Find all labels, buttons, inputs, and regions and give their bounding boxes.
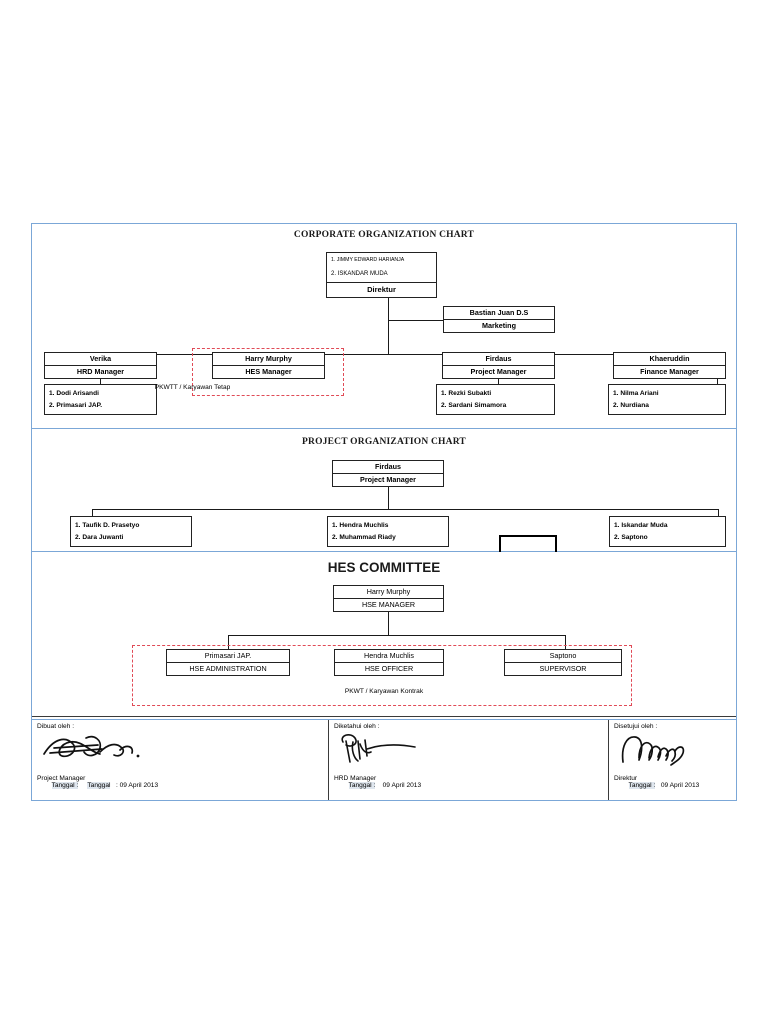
staff-name: 2. Dara Juwanti — [75, 533, 124, 541]
hes-member-box-3: Saptono SUPERVISOR — [504, 649, 622, 676]
marketing-name: Bastian Juan D.S — [469, 308, 529, 318]
marketing-box: Bastian Juan D.S Marketing — [443, 306, 555, 333]
hes-member-name: Hendra Muchlis — [364, 651, 414, 661]
signature-role: Project Manager — [37, 775, 86, 782]
department-box-finance: Khaeruddin Finance Manager — [613, 352, 726, 379]
signature-label: Diketahui oleh : — [334, 723, 380, 730]
signature-mark — [43, 735, 140, 758]
staff-name: 1. Rezki Subakti — [441, 389, 492, 397]
signature-mark — [621, 736, 685, 766]
hes-member-role: HSE OFFICER — [335, 662, 443, 675]
project-head-role: Project Manager — [333, 473, 443, 486]
staff-name: 1. Taufik D. Prasetyo — [75, 521, 140, 529]
signature-label: Disetujui oleh : — [614, 723, 658, 730]
department-name: Khaeruddin — [649, 354, 690, 364]
hes-member-name: Saptono — [549, 651, 577, 661]
signature-role: HRD Manager — [334, 775, 377, 782]
project-head-box: Firdaus Project Manager — [332, 460, 444, 487]
department-staff-project: 1. Rezki Subakti 2. Sardani Simamora — [436, 384, 555, 415]
hes-head-role: HSE MANAGER — [334, 598, 443, 611]
date-prefix: Tanggal : — [628, 782, 656, 789]
project-head-name: Firdaus — [375, 462, 401, 472]
date-value: : 09 April 2013 — [115, 782, 159, 789]
project-chart-title: PROJECT ORGANIZATION CHART — [302, 437, 466, 447]
department-role: HES Manager — [213, 365, 324, 378]
signature-row: Dibuat oleh : Project Manager Tanggal : … — [32, 720, 736, 800]
pkwt-group-note: PKWT / Karyawan Kontrak — [344, 688, 424, 695]
staff-name: 2. Nurdiana — [613, 401, 649, 409]
date-label: Tanggal — [87, 782, 111, 789]
marketing-role: Marketing — [444, 319, 554, 332]
project-team-box-1: 1. Taufik D. Prasetyo 2. Dara Juwanti — [70, 516, 192, 547]
department-box-hrd: Verika HRD Manager — [44, 352, 157, 379]
director-name-1: 1. JIMMY EDWARD HARIANJA — [331, 256, 405, 263]
pkwtt-group-note: PKWTT / Karyawan Tetap — [154, 384, 231, 391]
pkwt-group-outline — [132, 645, 632, 706]
staff-name: 1. Nilma Ariani — [613, 389, 659, 397]
staff-name: 2. Saptono — [614, 533, 648, 541]
signature-date: Tanggal : 09 April 2013 — [334, 775, 421, 796]
staff-name: 1. Dodi Arisandi — [49, 389, 99, 397]
signature-cell-project-manager: Dibuat oleh : Project Manager Tanggal : … — [32, 720, 328, 800]
staff-name: 1. Iskandar Muda — [614, 521, 668, 529]
section-divider — [32, 551, 736, 552]
staff-name: 2. Sardani Simamora — [441, 401, 507, 409]
department-box-hes: Harry Murphy HES Manager — [212, 352, 325, 379]
director-role: Direktur — [327, 281, 436, 297]
department-box-project: Firdaus Project Manager — [442, 352, 555, 379]
department-role: Finance Manager — [614, 365, 725, 378]
staff-name: 2. Primasari JAP. — [49, 401, 103, 409]
hes-member-role: HSE ADMINISTRATION — [167, 662, 289, 675]
hes-member-name: Primasari JAP. — [204, 651, 252, 661]
project-team-box-3: 1. Iskandar Muda 2. Saptono — [609, 516, 726, 547]
signature-mark — [341, 733, 416, 763]
signature-cell-direktur: Disetujui oleh : Direktur Tanggal : 09 A… — [608, 720, 735, 800]
footer-divider — [32, 716, 736, 717]
pkwtt-group-outline — [192, 348, 344, 396]
organization-chart-document: CORPORATE ORGANIZATION CHART 1. JIMMY ED… — [31, 223, 737, 801]
staff-name: 2. Muhammad Riady — [332, 533, 396, 541]
signature-cell-hrd-manager: Diketahui oleh : HRD Manager Tanggal : 0… — [328, 720, 608, 800]
department-staff-finance: 1. Nilma Ariani 2. Nurdiana — [608, 384, 726, 415]
date-prefix: Tanggal : — [51, 782, 79, 789]
date-prefix: Tanggal : — [348, 782, 376, 789]
hes-committee-title: HES COMMITTEE — [327, 560, 441, 575]
signature-date: Tanggal : 09 April 2013 — [614, 775, 699, 796]
corporate-chart-title: CORPORATE ORGANIZATION CHART — [293, 230, 475, 240]
hes-head-box: Harry Murphy HSE MANAGER — [333, 585, 444, 612]
date-value: 09 April 2013 — [382, 782, 422, 789]
department-name: Harry Murphy — [245, 354, 292, 364]
signature-label: Dibuat oleh : — [37, 723, 75, 730]
hes-member-box-2: Hendra Muchlis HSE OFFICER — [334, 649, 444, 676]
department-role: HRD Manager — [45, 365, 156, 378]
director-box: 1. JIMMY EDWARD HARIANJA 2. ISKANDAR MUD… — [326, 252, 437, 298]
department-name: Verika — [89, 354, 112, 364]
date-value: 09 April 2013 — [660, 782, 700, 789]
hes-head-name: Harry Murphy — [366, 587, 411, 597]
director-name-2: 2. ISKANDAR MUDA — [331, 271, 388, 278]
hes-member-role: SUPERVISOR — [505, 662, 621, 675]
staff-name: 1. Hendra Muchlis — [332, 521, 389, 529]
department-staff-hrd: 1. Dodi Arisandi 2. Primasari JAP. — [44, 384, 157, 415]
signature-role: Direktur — [614, 775, 638, 782]
stray-bracket-artifact — [499, 535, 557, 552]
footer-divider-thin — [32, 719, 736, 720]
section-divider — [32, 428, 736, 429]
signature-date: Tanggal : Tanggal : 09 April 2013 — [37, 775, 158, 796]
department-role: Project Manager — [443, 365, 554, 378]
project-team-box-2: 1. Hendra Muchlis 2. Muhammad Riady — [327, 516, 449, 547]
hes-member-box-1: Primasari JAP. HSE ADMINISTRATION — [166, 649, 290, 676]
department-name: Firdaus — [485, 354, 512, 364]
